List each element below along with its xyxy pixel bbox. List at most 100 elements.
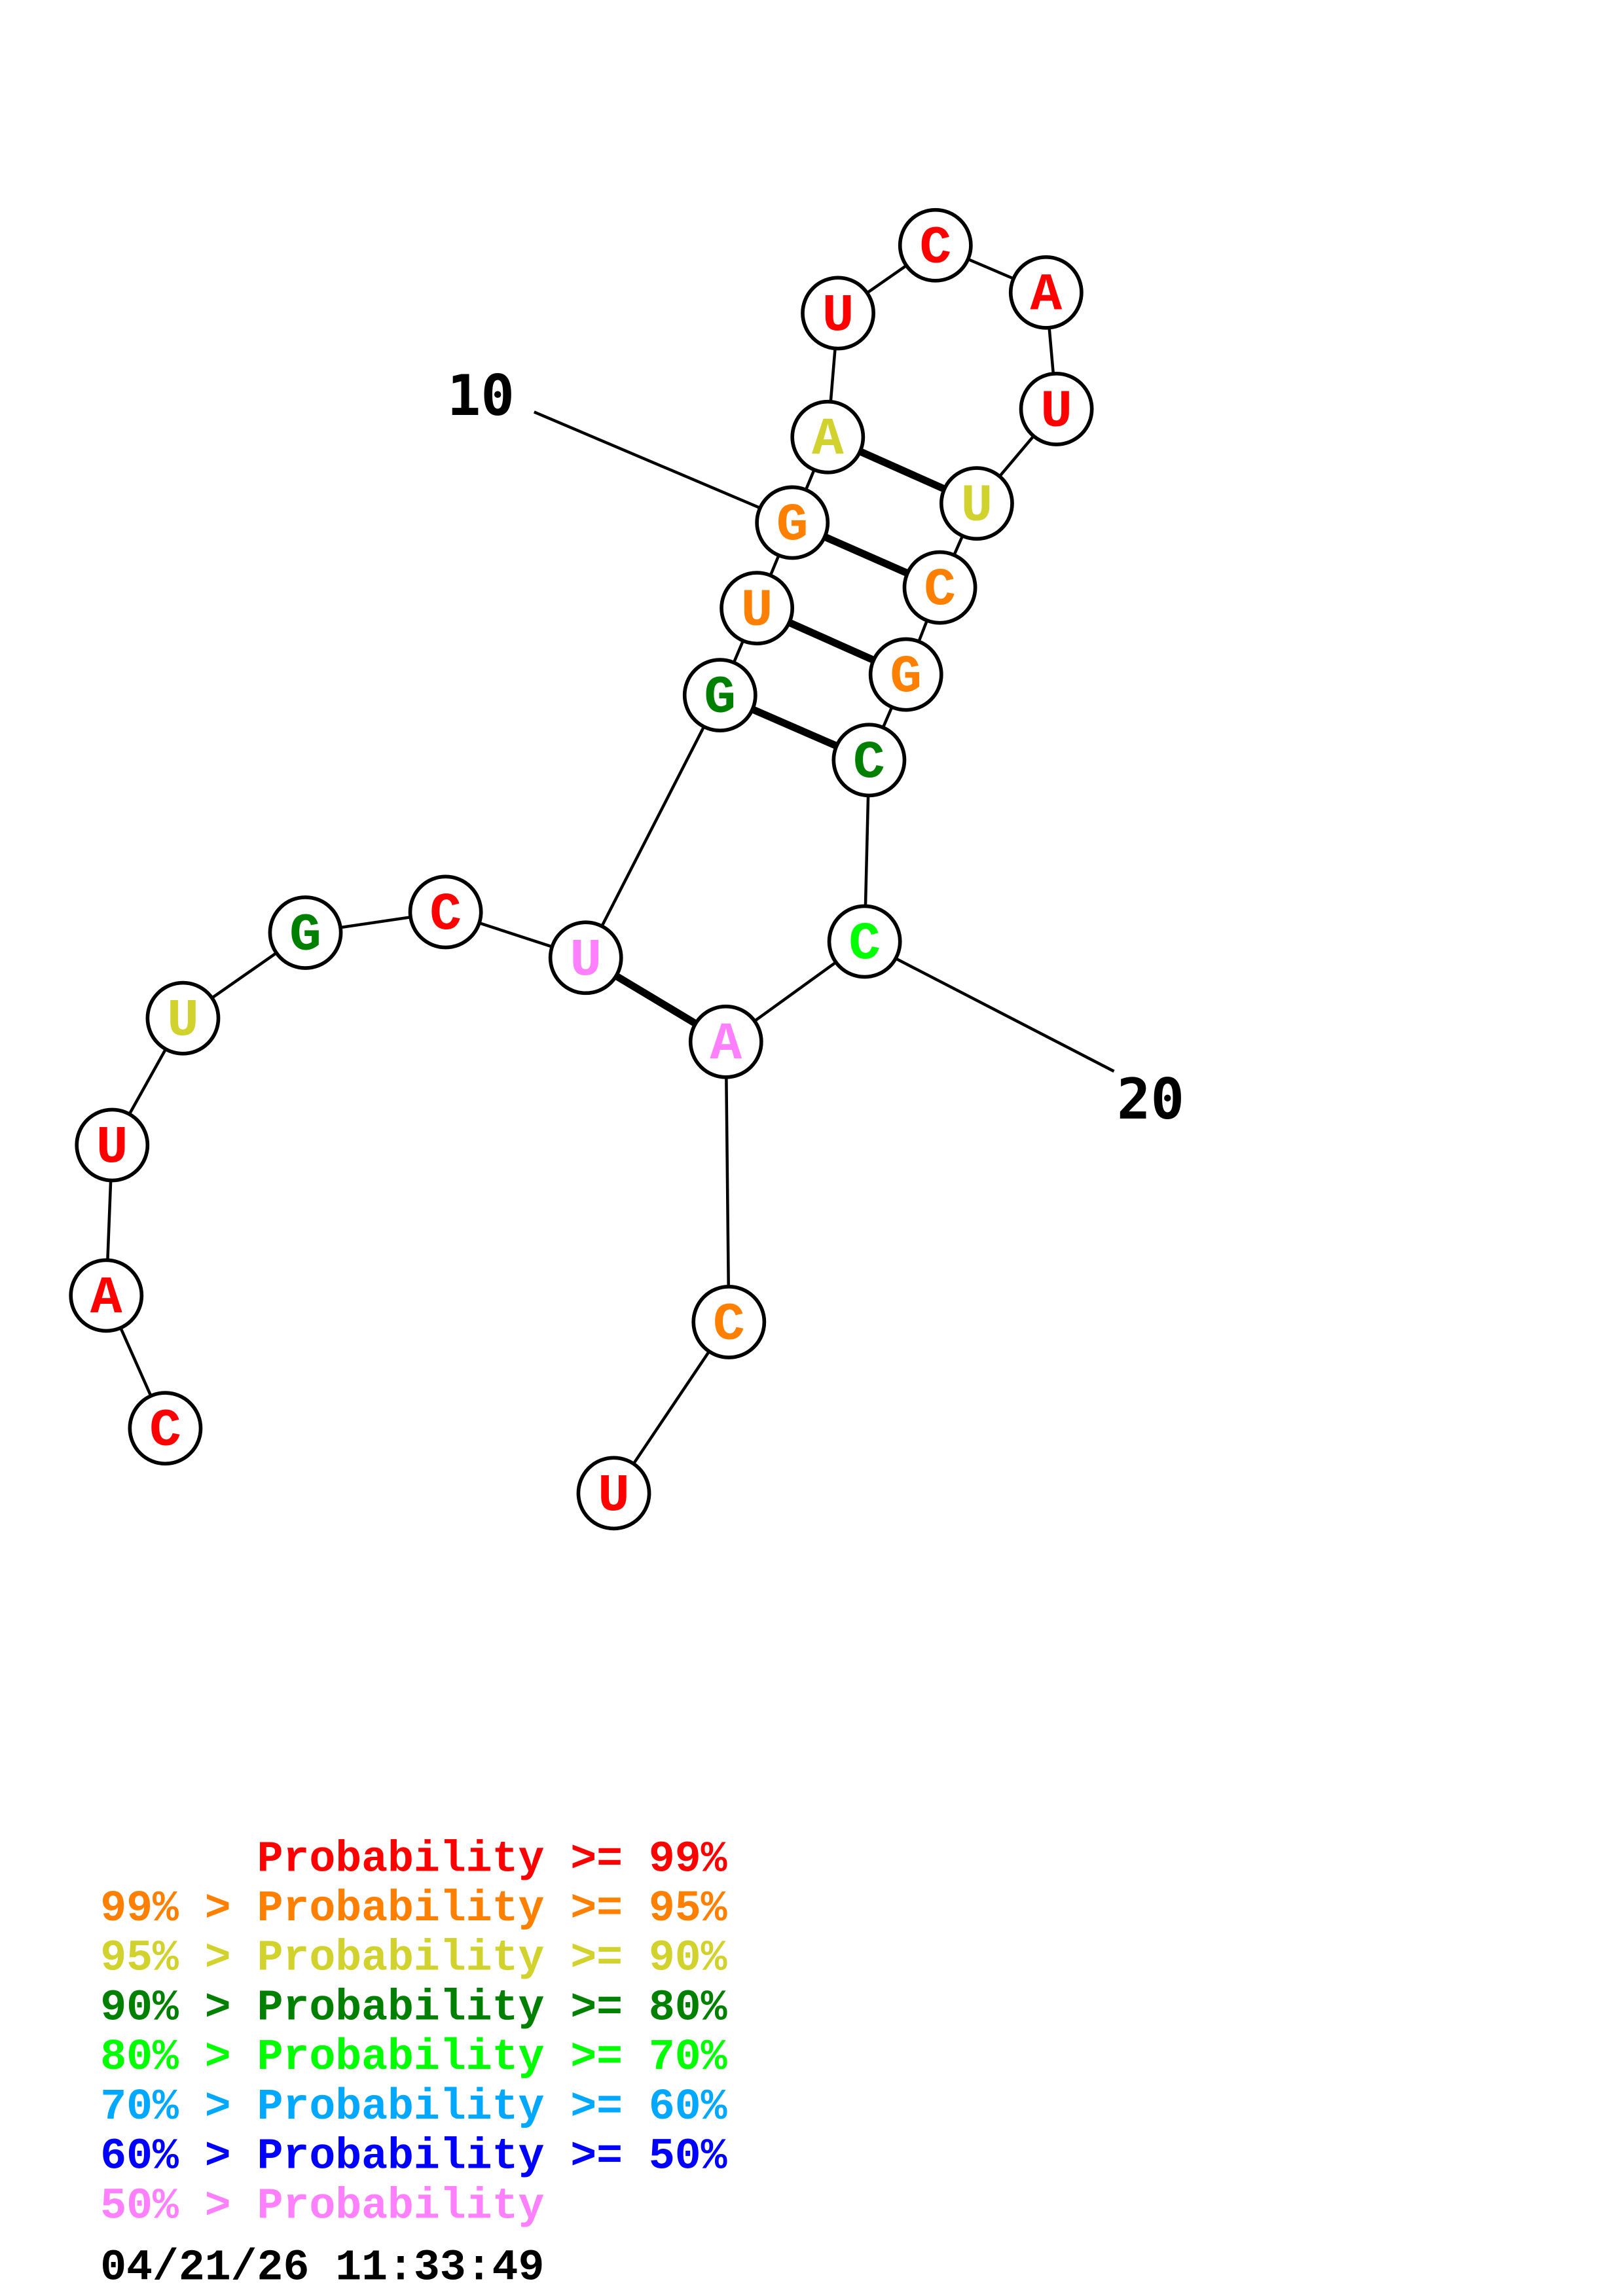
nucleotide-letter: A (812, 410, 844, 470)
nucleotide: U (145, 980, 221, 1056)
nucleotide-letter: C (149, 1401, 181, 1462)
legend-row: 90% > Probability >= 80% (100, 1983, 727, 2032)
probability-legend: Probability >= 99%99% > Probability >= 9… (100, 1835, 727, 2231)
nucleotide-letter: C (713, 1295, 745, 1355)
nucleotide: U (576, 1456, 651, 1531)
nucleotide: A (1008, 255, 1084, 330)
nucleotide: U (1019, 372, 1094, 446)
nucleotide: U (720, 571, 795, 646)
position-labels: 10 20 (447, 364, 1184, 1132)
legend-label: Probability (257, 2033, 545, 2082)
nucleotide-circle (576, 1456, 651, 1531)
legend-label: Probability (257, 2083, 545, 2132)
nucleotide-circle (898, 207, 973, 283)
position-label-line (533, 410, 761, 509)
legend-prefix: 60% > (100, 2132, 257, 2181)
nucleotide-circle (408, 874, 483, 950)
nucleotide-circle (755, 485, 830, 560)
nucleotide-circle (868, 637, 943, 712)
legend-row: 99% > Probability >= 95% (100, 1884, 727, 1933)
legend-suffix: >= 80% (544, 1983, 727, 2032)
nucleotide-letter: U (96, 1118, 128, 1178)
nucleotide-circle (939, 466, 1014, 541)
position-label: 20 (1117, 1067, 1184, 1132)
nucleotide-letter: U (1040, 382, 1072, 442)
nucleotide-circle (1019, 372, 1094, 446)
nucleotide: C (408, 874, 483, 950)
nucleotide-letter: U (598, 1466, 630, 1526)
nucleotide-circle (682, 658, 757, 733)
nucleotide-circle (801, 276, 875, 351)
legend-row: 50% > Probability (100, 2181, 544, 2231)
backbone-segment (584, 694, 721, 959)
legend-suffix: >= 95% (544, 1884, 727, 1933)
nucleotide-circle (128, 1391, 203, 1466)
legend-label: Probability (257, 1934, 545, 1983)
nucleotide-letter: U (822, 286, 854, 346)
nucleotide-circle (69, 1258, 144, 1333)
nucleotide: C (691, 1285, 767, 1359)
nucleotide: U (548, 920, 623, 996)
legend-prefix: 50% > (100, 2181, 257, 2231)
nucleotide: C (128, 1391, 203, 1466)
nucleotide: A (688, 1004, 763, 1079)
legend-prefix: 90% > (100, 1983, 257, 2032)
nucleotide-letter: C (429, 885, 462, 945)
nucleotide: U (939, 466, 1014, 541)
nucleotide-letter: G (704, 668, 736, 728)
nucleotide-letter: C (848, 914, 881, 975)
nucleotide-letter: U (167, 991, 199, 1051)
nucleotide: U (801, 276, 875, 351)
nucleotide-circle (691, 1285, 767, 1359)
nucleotide-circle (1008, 255, 1084, 330)
nucleotide: G (868, 637, 943, 712)
nucleotide-circle (902, 550, 977, 625)
nucleotide-circle (720, 571, 795, 646)
backbone-segment (724, 1041, 731, 1322)
legend-prefix: 80% > (100, 2033, 257, 2082)
legend-label: Probability (257, 1835, 545, 1884)
position-label: 10 (447, 364, 515, 429)
nucleotide-letter: C (919, 218, 951, 278)
legend-prefix: 70% > (100, 2083, 257, 2132)
legend-row: 60% > Probability >= 50% (100, 2132, 727, 2181)
legend-suffix: >= 90% (544, 1934, 727, 1983)
legend-suffix: >= 60% (544, 2083, 727, 2132)
legend-prefix (100, 1835, 257, 1884)
legend-row: 70% > Probability >= 60% (100, 2083, 727, 2132)
position-label-line (896, 958, 1115, 1073)
nucleotide-circle (145, 980, 221, 1056)
nucleotide: C (827, 904, 902, 979)
legend-label: Probability (257, 2132, 545, 2181)
nucleotide-letter: A (1030, 265, 1062, 325)
nucleotide-circle (268, 895, 343, 970)
nucleotide-letter: U (961, 476, 993, 537)
nucleotide-letter: U (741, 581, 773, 641)
nucleotide-circle (831, 723, 907, 798)
nucleotide: U (75, 1107, 150, 1183)
nucleotide: C (831, 723, 907, 798)
nucleotide: C (902, 550, 977, 625)
nucleotide-letter: C (853, 733, 885, 793)
legend-suffix: >= 50% (544, 2132, 727, 2181)
legend-row: 95% > Probability >= 90% (100, 1934, 727, 1983)
legend-suffix: >= 70% (544, 2033, 727, 2082)
nucleotide-letter: A (710, 1014, 742, 1075)
nucleotide-letter: G (890, 647, 922, 708)
nucleotide-letter: G (776, 495, 809, 556)
nucleotide: G (268, 895, 343, 970)
nucleotide-circle (548, 920, 623, 996)
nucleotide: C (898, 207, 973, 283)
nucleotide-circle (688, 1004, 763, 1079)
legend-label: Probability (257, 1884, 545, 1933)
legend-prefix: 99% > (100, 1884, 257, 1933)
nucleotide-circle (827, 904, 902, 979)
nucleotide-letter: G (289, 905, 321, 965)
nucleotide: G (755, 485, 830, 560)
legend-row: Probability >= 99% (100, 1835, 727, 1884)
legend-row: 80% > Probability >= 70% (100, 2033, 727, 2082)
nucleotide-letter: U (570, 931, 602, 991)
legend-suffix: >= 99% (544, 1835, 727, 1884)
